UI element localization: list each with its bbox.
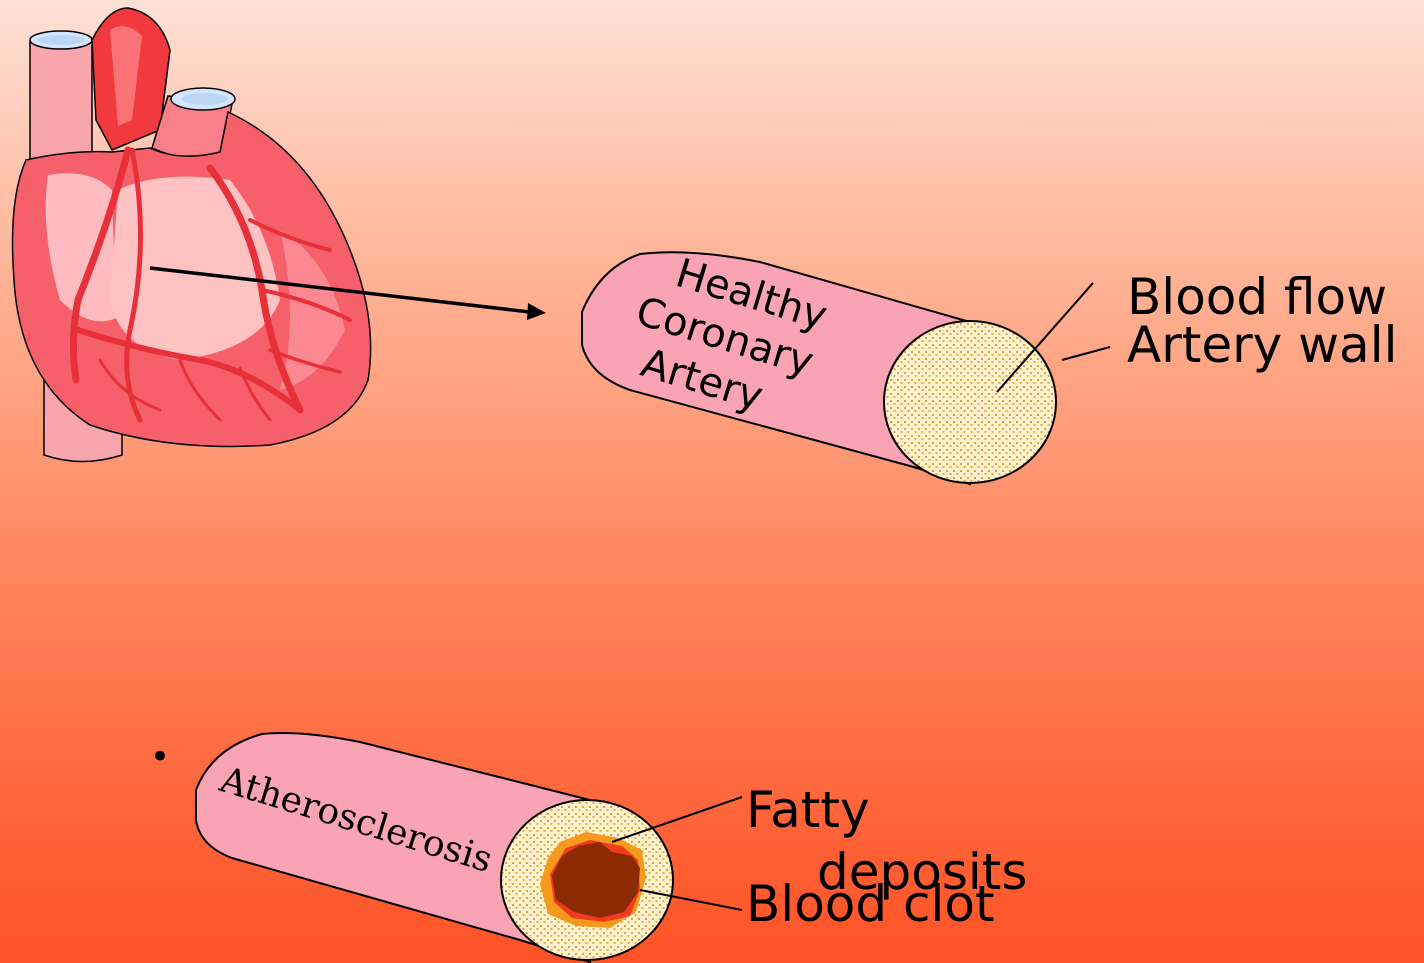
diseased-artery: Atherosclerosis xyxy=(196,733,742,962)
blood-clot-label: Blood clot xyxy=(746,875,995,933)
artery-wall-label: Artery wall xyxy=(1127,316,1397,374)
healthy-artery: Healthy Coronary Artery xyxy=(582,242,1110,484)
artery-wall-leader xyxy=(1062,347,1110,360)
healthy-artery-lumen xyxy=(884,321,1056,483)
fatty-deposits-label-line1: Fatty xyxy=(746,781,870,839)
bullet-marker: • xyxy=(150,737,170,777)
heart-illustration xyxy=(13,8,371,462)
